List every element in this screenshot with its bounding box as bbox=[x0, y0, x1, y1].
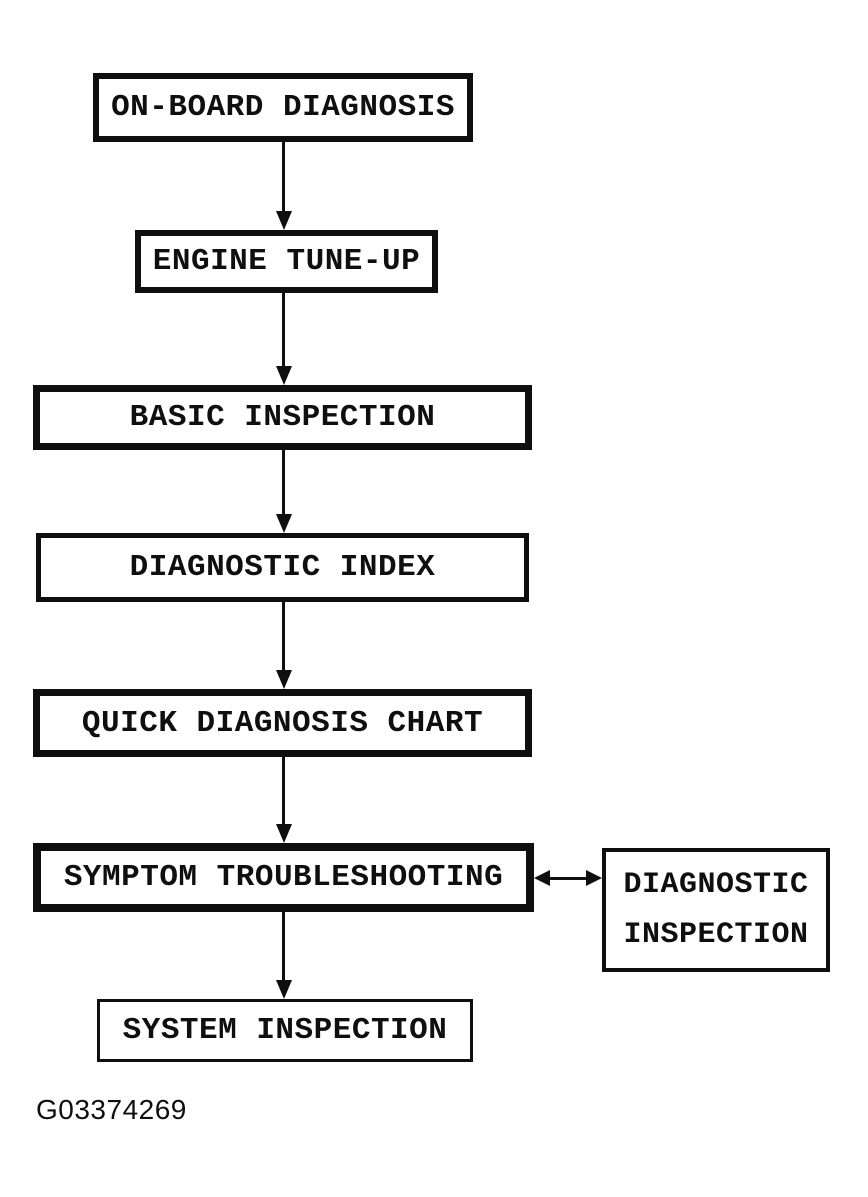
node-on-board-diagnosis: ON-BOARD DIAGNOSIS bbox=[93, 73, 473, 142]
node-label: SYSTEM INSPECTION bbox=[122, 1013, 448, 1048]
node-diagnostic-inspection: DIAGNOSTIC INSPECTION bbox=[602, 848, 830, 972]
node-label: ON-BOARD DIAGNOSIS bbox=[111, 90, 455, 125]
arrow-down-icon bbox=[275, 912, 293, 999]
arrow-down-icon bbox=[275, 450, 293, 533]
arrow-down-icon bbox=[275, 757, 293, 843]
node-label: ENGINE TUNE-UP bbox=[152, 244, 421, 279]
arrow-down-icon bbox=[275, 602, 293, 689]
node-quick-diagnosis-chart: QUICK DIAGNOSIS CHART bbox=[33, 689, 532, 757]
figure-id: G03374269 bbox=[36, 1094, 187, 1125]
node-basic-inspection: BASIC INSPECTION bbox=[33, 385, 532, 450]
node-label-line1: DIAGNOSTIC bbox=[623, 868, 809, 902]
arrow-shaft bbox=[546, 877, 590, 880]
node-symptom-troubleshooting: SYMPTOM TROUBLESHOOTING bbox=[33, 843, 534, 912]
node-label-line2: INSPECTION bbox=[623, 918, 809, 952]
arrow-bidirectional-icon bbox=[534, 868, 602, 890]
node-system-inspection: SYSTEM INSPECTION bbox=[97, 999, 473, 1062]
node-label: BASIC INSPECTION bbox=[129, 400, 436, 435]
node-diagnostic-index: DIAGNOSTIC INDEX bbox=[36, 533, 529, 602]
node-label: SYMPTOM TROUBLESHOOTING bbox=[63, 860, 504, 895]
node-label: DIAGNOSTIC INDEX bbox=[129, 550, 436, 585]
node-engine-tune-up: ENGINE TUNE-UP bbox=[135, 230, 438, 293]
arrow-down-icon bbox=[275, 142, 293, 230]
node-label: QUICK DIAGNOSIS CHART bbox=[81, 705, 484, 741]
arrow-down-icon bbox=[275, 293, 293, 385]
